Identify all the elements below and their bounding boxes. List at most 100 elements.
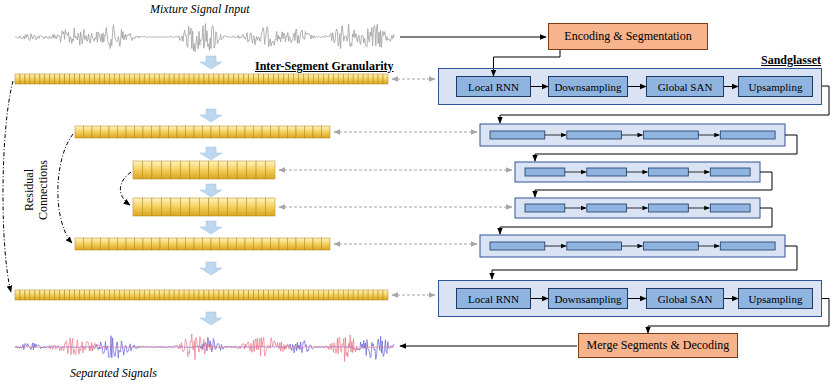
residual-arrow [58, 134, 73, 243]
segment-cell [80, 74, 85, 84]
segment-cell [101, 238, 110, 250]
flow-arrow [200, 221, 222, 234]
segment-cell [298, 290, 303, 300]
signal-caption: Separated Signals [70, 366, 157, 381]
segment-cell [84, 238, 93, 250]
module-arrow [698, 135, 719, 136]
segment-cell [363, 74, 368, 84]
box-label: Downsampling [554, 293, 621, 305]
segment-cell [247, 198, 256, 216]
segment-cell [368, 74, 373, 84]
segment-cell [144, 290, 149, 300]
segment-cell [143, 126, 152, 138]
box-label: Global SAN [658, 81, 713, 93]
segment-cell [305, 238, 314, 250]
segment-cell [219, 74, 224, 84]
segment-cell [190, 198, 199, 216]
segment-cell [169, 74, 174, 84]
module-box [525, 204, 565, 212]
segment-cell [105, 290, 110, 300]
segment-cell [214, 290, 219, 300]
sandglasset-block [480, 124, 785, 146]
module-arrow [622, 246, 643, 247]
segment-cell [296, 238, 305, 250]
module-box: Downsampling [548, 288, 628, 309]
segment-cell [152, 198, 161, 216]
segment-cell [333, 74, 338, 84]
segment-cell [204, 74, 209, 84]
segment-cell [65, 74, 70, 84]
segment-cell [259, 74, 264, 84]
segment-cell [114, 74, 119, 84]
segment-cell [274, 74, 279, 84]
segment-cell [338, 290, 343, 300]
segment-cell [348, 74, 353, 84]
connector [628, 86, 646, 87]
module-box [567, 242, 622, 250]
segment-cell [179, 74, 184, 84]
segment-cell [313, 126, 322, 138]
segment-cell [45, 74, 50, 84]
module-box [649, 168, 689, 176]
segment-cell [262, 126, 271, 138]
segment-cell [308, 290, 313, 300]
segment-cell [60, 290, 65, 300]
segment-cell [254, 238, 263, 250]
segment-cell [264, 290, 269, 300]
segment-cell [126, 238, 135, 250]
segment-cell [164, 290, 169, 300]
segment-cell [284, 290, 289, 300]
segment-cell [100, 74, 105, 84]
segment-cell [30, 290, 35, 300]
segment-cell [119, 74, 124, 84]
segment-cell [308, 74, 313, 84]
segment-cell [50, 290, 55, 300]
segment-cell [313, 290, 318, 300]
connector [531, 86, 548, 87]
segment-cell [124, 74, 129, 84]
segment-cell [237, 161, 246, 179]
segment-cell [328, 74, 333, 84]
segment-cell [322, 126, 331, 138]
correspondence-arrow [279, 207, 512, 208]
segment-cell [234, 290, 239, 300]
segment-cell [224, 290, 229, 300]
segment-cell [269, 74, 274, 84]
segment-cell [358, 290, 363, 300]
segment-cell [126, 126, 135, 138]
segment-cell [264, 74, 269, 84]
segment-cell [303, 74, 308, 84]
segment-cell [254, 74, 259, 84]
block-title: Sandglasset [761, 53, 821, 68]
segment-cell [218, 161, 227, 179]
segment-cell [296, 126, 305, 138]
segment-cell [109, 126, 118, 138]
module-box [649, 204, 689, 212]
segment-cell [343, 74, 348, 84]
module-arrow [688, 172, 709, 173]
segment-cell [313, 238, 322, 250]
segment-cell [271, 126, 280, 138]
sandglasset-block [515, 162, 760, 182]
segment-cell [15, 290, 20, 300]
segment-cell [164, 74, 169, 84]
module-arrow [565, 208, 586, 209]
module-arrow [622, 135, 643, 136]
segment-cell [228, 238, 237, 250]
module-arrow [565, 172, 586, 173]
segment-cell [30, 74, 35, 84]
segment-cell [95, 74, 100, 84]
segment-cell [180, 198, 189, 216]
module-box [490, 131, 545, 139]
segment-cell [262, 238, 271, 250]
segment-cell [249, 290, 254, 300]
segment-cell [84, 126, 93, 138]
block-link [492, 246, 797, 279]
segment-cell [55, 74, 60, 84]
connector [724, 86, 738, 87]
segment-cell [279, 238, 288, 250]
connector [494, 50, 561, 76]
box-label: Local RNN [468, 293, 519, 305]
segment-cell [209, 198, 218, 216]
